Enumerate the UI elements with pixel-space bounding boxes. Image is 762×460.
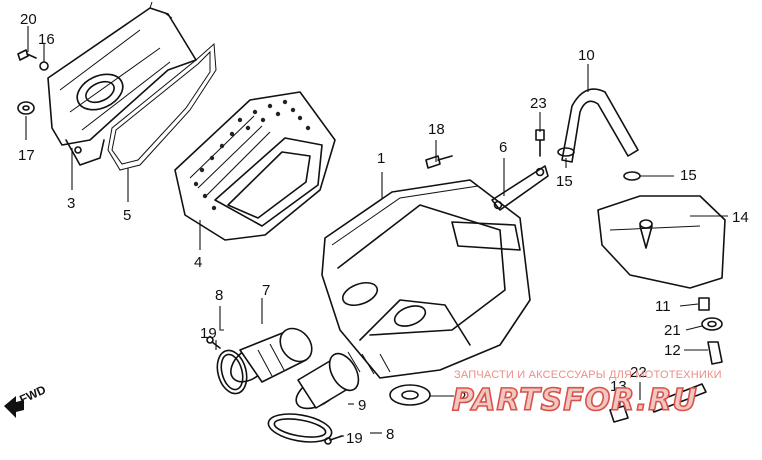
callout-13: 13	[610, 378, 627, 395]
part-19-screw-b	[324, 435, 343, 445]
callout-2: 2	[458, 389, 466, 406]
part-3-air-cleaner-cover	[47, 1, 197, 166]
part-1-air-cleaner-case	[321, 179, 531, 379]
callout-1: 1	[377, 150, 385, 167]
leader-lines	[25, 26, 728, 437]
callout-23: 23	[530, 95, 547, 112]
callout-15-b: 15	[680, 167, 697, 184]
callout-numbers: 20 16 17 3 5 4 1 18 6 23 10 15 15 14 11 …	[18, 11, 749, 447]
callout-19-a: 19	[200, 325, 217, 342]
callout-8-a: 8	[215, 287, 223, 304]
part-9-connecting-tube	[295, 352, 360, 410]
part-18-bolt	[425, 155, 453, 169]
part-10-drain-tube	[561, 88, 639, 163]
watermark-logo: PARTSFOR.RU	[452, 383, 698, 418]
part-7-connecting-tube	[230, 327, 313, 383]
part-20-screw	[17, 49, 37, 61]
part-12-tube	[707, 341, 723, 365]
callout-14: 14	[732, 209, 749, 226]
part-23-screw	[535, 129, 545, 157]
callout-5: 5	[123, 207, 131, 224]
part-22-tube	[649, 383, 707, 413]
part-17-grommet	[17, 101, 35, 115]
part-15-clip-a	[557, 147, 575, 157]
callout-7: 7	[262, 282, 270, 299]
part-6-bracket	[491, 165, 549, 211]
callout-6: 6	[499, 139, 507, 156]
part-4-air-cleaner-element	[174, 91, 336, 241]
part-8-band-b	[267, 413, 333, 443]
watermark: ЗАПЧАСТИ И АКСЕССУАРЫ ДЛЯ МОТОТЕХНИКИ PA…	[451, 369, 722, 419]
callout-20: 20	[20, 11, 37, 28]
part-15-clip-b	[623, 171, 641, 181]
watermark-caption: ЗАПЧАСТИ И АКСЕССУАРЫ ДЛЯ МОТОТЕХНИКИ	[454, 369, 722, 381]
callout-10: 10	[578, 47, 595, 64]
part-14-sub-tank	[597, 195, 726, 289]
part-13-plug	[609, 405, 629, 423]
callout-16: 16	[38, 31, 55, 48]
callout-12: 12	[664, 342, 681, 359]
callout-3: 3	[67, 195, 75, 212]
callout-19-b: 19	[346, 430, 363, 447]
callout-18: 18	[428, 121, 445, 138]
part-2-grommet	[389, 384, 431, 406]
callout-8-b: 8	[386, 426, 394, 443]
part-8-band-a	[216, 349, 248, 395]
fwd-label: FWD	[17, 382, 48, 406]
part-21-clip	[701, 317, 723, 331]
part-5-seal	[107, 42, 217, 171]
callout-4: 4	[194, 254, 202, 271]
part-11-plug	[698, 297, 710, 311]
part-16-washer	[39, 61, 49, 71]
callout-21: 21	[664, 322, 681, 339]
callout-15-a: 15	[556, 173, 573, 190]
callout-11: 11	[655, 298, 671, 315]
callout-22: 22	[630, 364, 647, 381]
callout-9: 9	[358, 397, 366, 414]
callout-17: 17	[18, 147, 35, 164]
fwd-direction-arrow: FWD	[4, 382, 48, 418]
